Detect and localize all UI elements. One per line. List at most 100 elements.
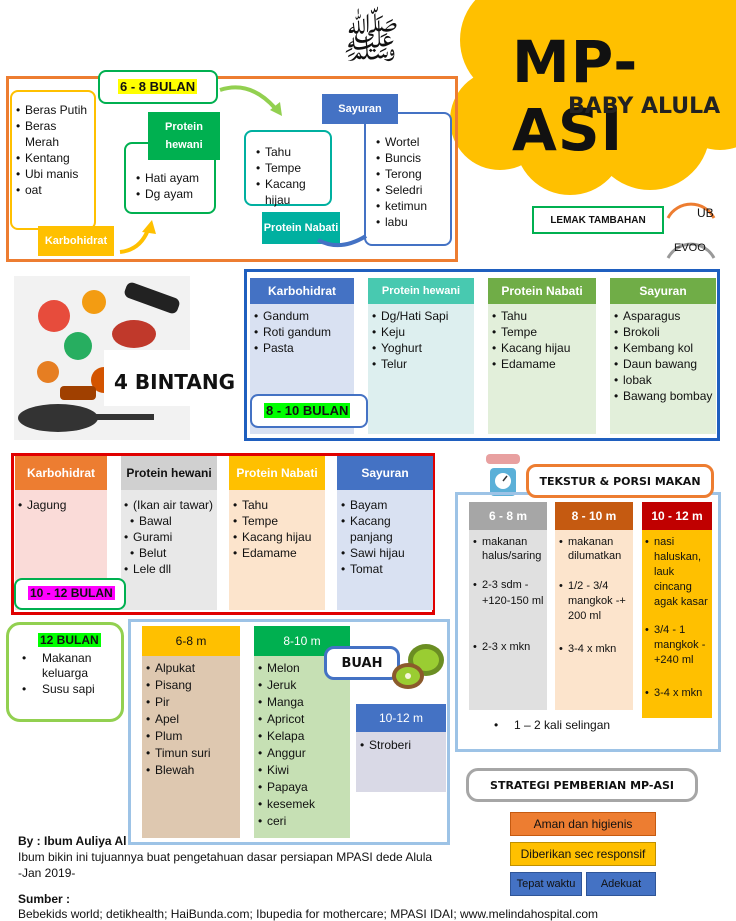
lemak-tambahan-label: LEMAK TAMBAHAN — [532, 206, 664, 234]
sayuran-list: Wortel Buncis Terong Seledri ketimun lab… — [366, 114, 450, 230]
list-item: Ubi manis — [16, 166, 90, 182]
buah-header-6-8: 6-8 m — [142, 626, 240, 656]
s3-list-karbohidrat: Jagung — [18, 497, 106, 513]
tekstur-header-10-12: 10 - 12 m — [642, 502, 712, 530]
s2-header-sayuran: Sayuran — [610, 278, 716, 304]
s2-header-hewani: Protein hewani — [368, 278, 474, 304]
list-item: Kacang hijau — [492, 340, 596, 356]
list-item: Apricot — [258, 711, 350, 728]
sayuran-card: Wortel Buncis Terong Seledri ketimun lab… — [364, 112, 452, 246]
list-item: Brokoli — [614, 324, 714, 340]
strategi-item-aman: Aman dan higienis — [510, 812, 656, 836]
list-item: Seledri — [376, 182, 446, 198]
list-item: oat — [16, 182, 90, 198]
list-item: labu — [376, 214, 446, 230]
dua-belas-label: 12 BULAN — [38, 633, 101, 647]
list-item: Keju — [372, 324, 472, 340]
buah-frame — [128, 619, 450, 845]
list-item: Telur — [372, 356, 472, 372]
bintang-box — [104, 350, 228, 406]
list-item: Pir — [146, 694, 240, 711]
list-item: 3-4 x mkn — [645, 685, 711, 701]
list-item: Anggur — [258, 745, 350, 762]
list-item: Bawal — [130, 513, 216, 529]
s2-list-sayuran: Asparagus Brokoli Kembang kol Daun bawan… — [614, 308, 714, 404]
list-item: Buncis — [376, 150, 446, 166]
s2-header-karbohidrat: Karbohidrat — [250, 278, 354, 304]
flow-arrows — [119, 85, 368, 254]
list-item: Susu sapi — [22, 681, 122, 697]
title-sub: BABY ALULA — [568, 94, 721, 119]
bintang-label: 4 BINTANG — [114, 370, 236, 394]
list-item: makanan halus/saring — [473, 535, 547, 577]
tekstur-note: 1 – 2 kali selingan — [494, 717, 694, 733]
list-item: Kelapa — [258, 728, 350, 745]
list-item: Jeruk — [258, 677, 350, 694]
list-item: (Ikan air tawar) — [124, 497, 216, 513]
list-item: Apel — [146, 711, 240, 728]
protein-nabati-list: Tahu Tempe Kacang hijau — [246, 132, 330, 208]
sayuran-label: Sayuran — [322, 94, 398, 124]
strategi-item-tepat-waktu: Tepat waktu — [510, 872, 582, 896]
list-item: Pisang — [146, 677, 240, 694]
badge-6-8: 6 - 8 BULAN — [118, 79, 198, 94]
list-item: Terong — [376, 166, 446, 182]
list-item: nasi haluskan, lauk cincang agak kasar — [645, 535, 711, 623]
footer-desc: Ibum bikin ini tujuannya buat pengetahua… — [18, 850, 433, 864]
list-item: kesemek — [258, 796, 350, 813]
list-item: 2-3 sdm -+120-150 ml — [473, 577, 547, 639]
karbohidrat-list: Beras Putih Beras Merah Kentang Ubi mani… — [12, 92, 94, 198]
s3-header-karbohidrat: Karbohidrat — [15, 456, 107, 490]
calligraphy-logo: ﷺ — [342, 13, 400, 69]
list-item: Tahu — [492, 308, 596, 324]
strategi-item-responsif: Diberikan sec responsif — [510, 842, 656, 866]
section-8-10-frame — [244, 269, 720, 441]
list-item: Alpukat — [146, 660, 240, 677]
karbohidrat-label: Karbohidrat — [38, 226, 114, 256]
badge-10-12: 10 - 12 BULAN — [28, 586, 115, 600]
dua-belas-frame — [6, 622, 124, 722]
list-item: Tahu — [233, 497, 325, 513]
s3-header-nabati: Protein Nabati — [229, 456, 325, 490]
list-item: Dg/Hati Sapi — [372, 308, 472, 324]
list-item: Daun bawang — [614, 356, 714, 372]
title-cloud — [450, 0, 736, 195]
list-item: 1/2 - 3/4 mangkok -+ 200 ml — [559, 579, 633, 641]
list-item: makanan dilumatkan — [559, 535, 633, 579]
tekstur-header-8-10: 8 - 10 m — [555, 502, 633, 530]
buah-header-10-12: 10-12 m — [356, 704, 446, 732]
list-item: Tomat — [341, 561, 433, 577]
list-item: Sawi hijau — [341, 545, 433, 561]
tekstur-note-list: 1 – 2 kali selingan — [494, 717, 694, 733]
protein-nabati-label: Protein Nabati — [262, 212, 340, 244]
list-item: Bayam — [341, 497, 433, 513]
protein-nabati-card: Tahu Tempe Kacang hijau — [244, 130, 332, 208]
section-6-8-frame — [6, 76, 458, 262]
kiwi-icon — [392, 644, 444, 689]
footer-sumber-label: Sumber : — [18, 892, 71, 906]
footer-date: -Jan 2019- — [18, 866, 76, 880]
list-item: Papaya — [258, 779, 350, 796]
list-item: Belut — [130, 545, 216, 561]
list-item: Pasta — [254, 340, 354, 356]
list-item: Blewah — [146, 762, 240, 779]
list-item: Makanan keluarga — [22, 651, 122, 681]
lemak-arcs — [666, 202, 716, 259]
list-item: Tempe — [233, 513, 325, 529]
list-item: Kembang kol — [614, 340, 714, 356]
list-item: ketimun — [376, 198, 446, 214]
list-item: Asparagus — [614, 308, 714, 324]
badge-8-10: 8 - 10 BULAN — [264, 403, 351, 418]
list-item: Dg ayam — [136, 186, 210, 202]
list-item: Edamame — [233, 545, 325, 561]
list-item: Timun suri — [146, 745, 240, 762]
list-item: Gurami — [124, 529, 216, 545]
list-item: Kacang panjang — [341, 513, 433, 545]
dua-belas-list: Makanan keluarga Susu sapi — [22, 651, 122, 697]
section-10-12-frame — [11, 453, 435, 615]
list-item: Beras Putih — [16, 102, 90, 118]
protein-hewani-list: Hati ayam Dg ayam — [126, 144, 214, 202]
list-item: Tempe — [492, 324, 596, 340]
list-item: lobak — [614, 372, 714, 388]
footer-by: By : Ibum Auliya Al — [18, 834, 127, 848]
